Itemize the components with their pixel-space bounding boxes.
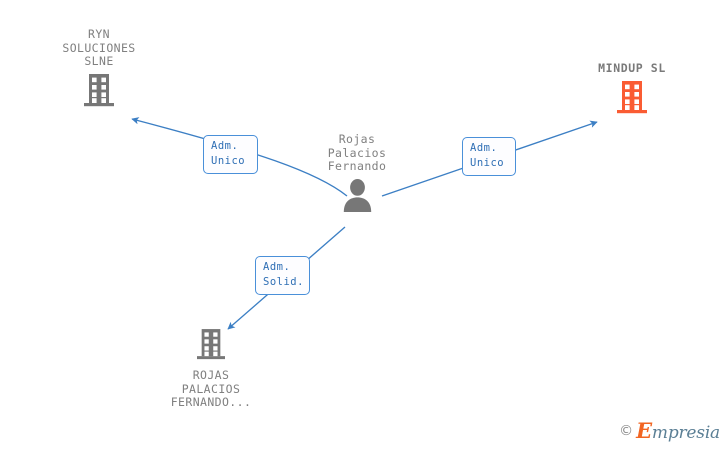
- brand-initial: E: [636, 418, 652, 443]
- node-ryn-soluciones-slne[interactable]: RYN SOLUCIONES SLNE: [24, 27, 174, 111]
- node-label-person: Rojas Palacios Fernando: [327, 132, 387, 173]
- node-person-rojas-palacios-fernando[interactable]: Rojas Palacios Fernando: [282, 132, 432, 216]
- node-rojas-palacios-fernando-sl[interactable]: ROJAS PALACIOS FERNANDO...: [136, 328, 286, 410]
- node-mindup-sl[interactable]: MINDUP SL: [557, 61, 707, 118]
- building-icon: [197, 328, 225, 364]
- building-icon: [617, 80, 647, 118]
- person-icon: [341, 178, 374, 216]
- building-icon: [84, 73, 114, 111]
- copyright-icon: ©: [619, 423, 634, 439]
- node-label-ryn-soluciones-slne: RYN SOLUCIONES SLNE: [62, 27, 136, 68]
- edge-label-adm-unico-ryn[interactable]: Adm. Unico: [203, 135, 258, 174]
- edge-label-adm-solid-rojas-sl[interactable]: Adm. Solid.: [255, 256, 310, 295]
- brand-wordmark: Empresia: [636, 420, 720, 442]
- brand-rest: mpresia: [651, 423, 720, 443]
- edge-label-adm-unico-mindup[interactable]: Adm. Unico: [462, 137, 516, 176]
- node-label-rojas-palacios-fernando-sl: ROJAS PALACIOS FERNANDO...: [170, 368, 252, 409]
- node-label-mindup-sl: MINDUP SL: [598, 61, 666, 75]
- empresia-watermark: © Empresia: [619, 420, 720, 442]
